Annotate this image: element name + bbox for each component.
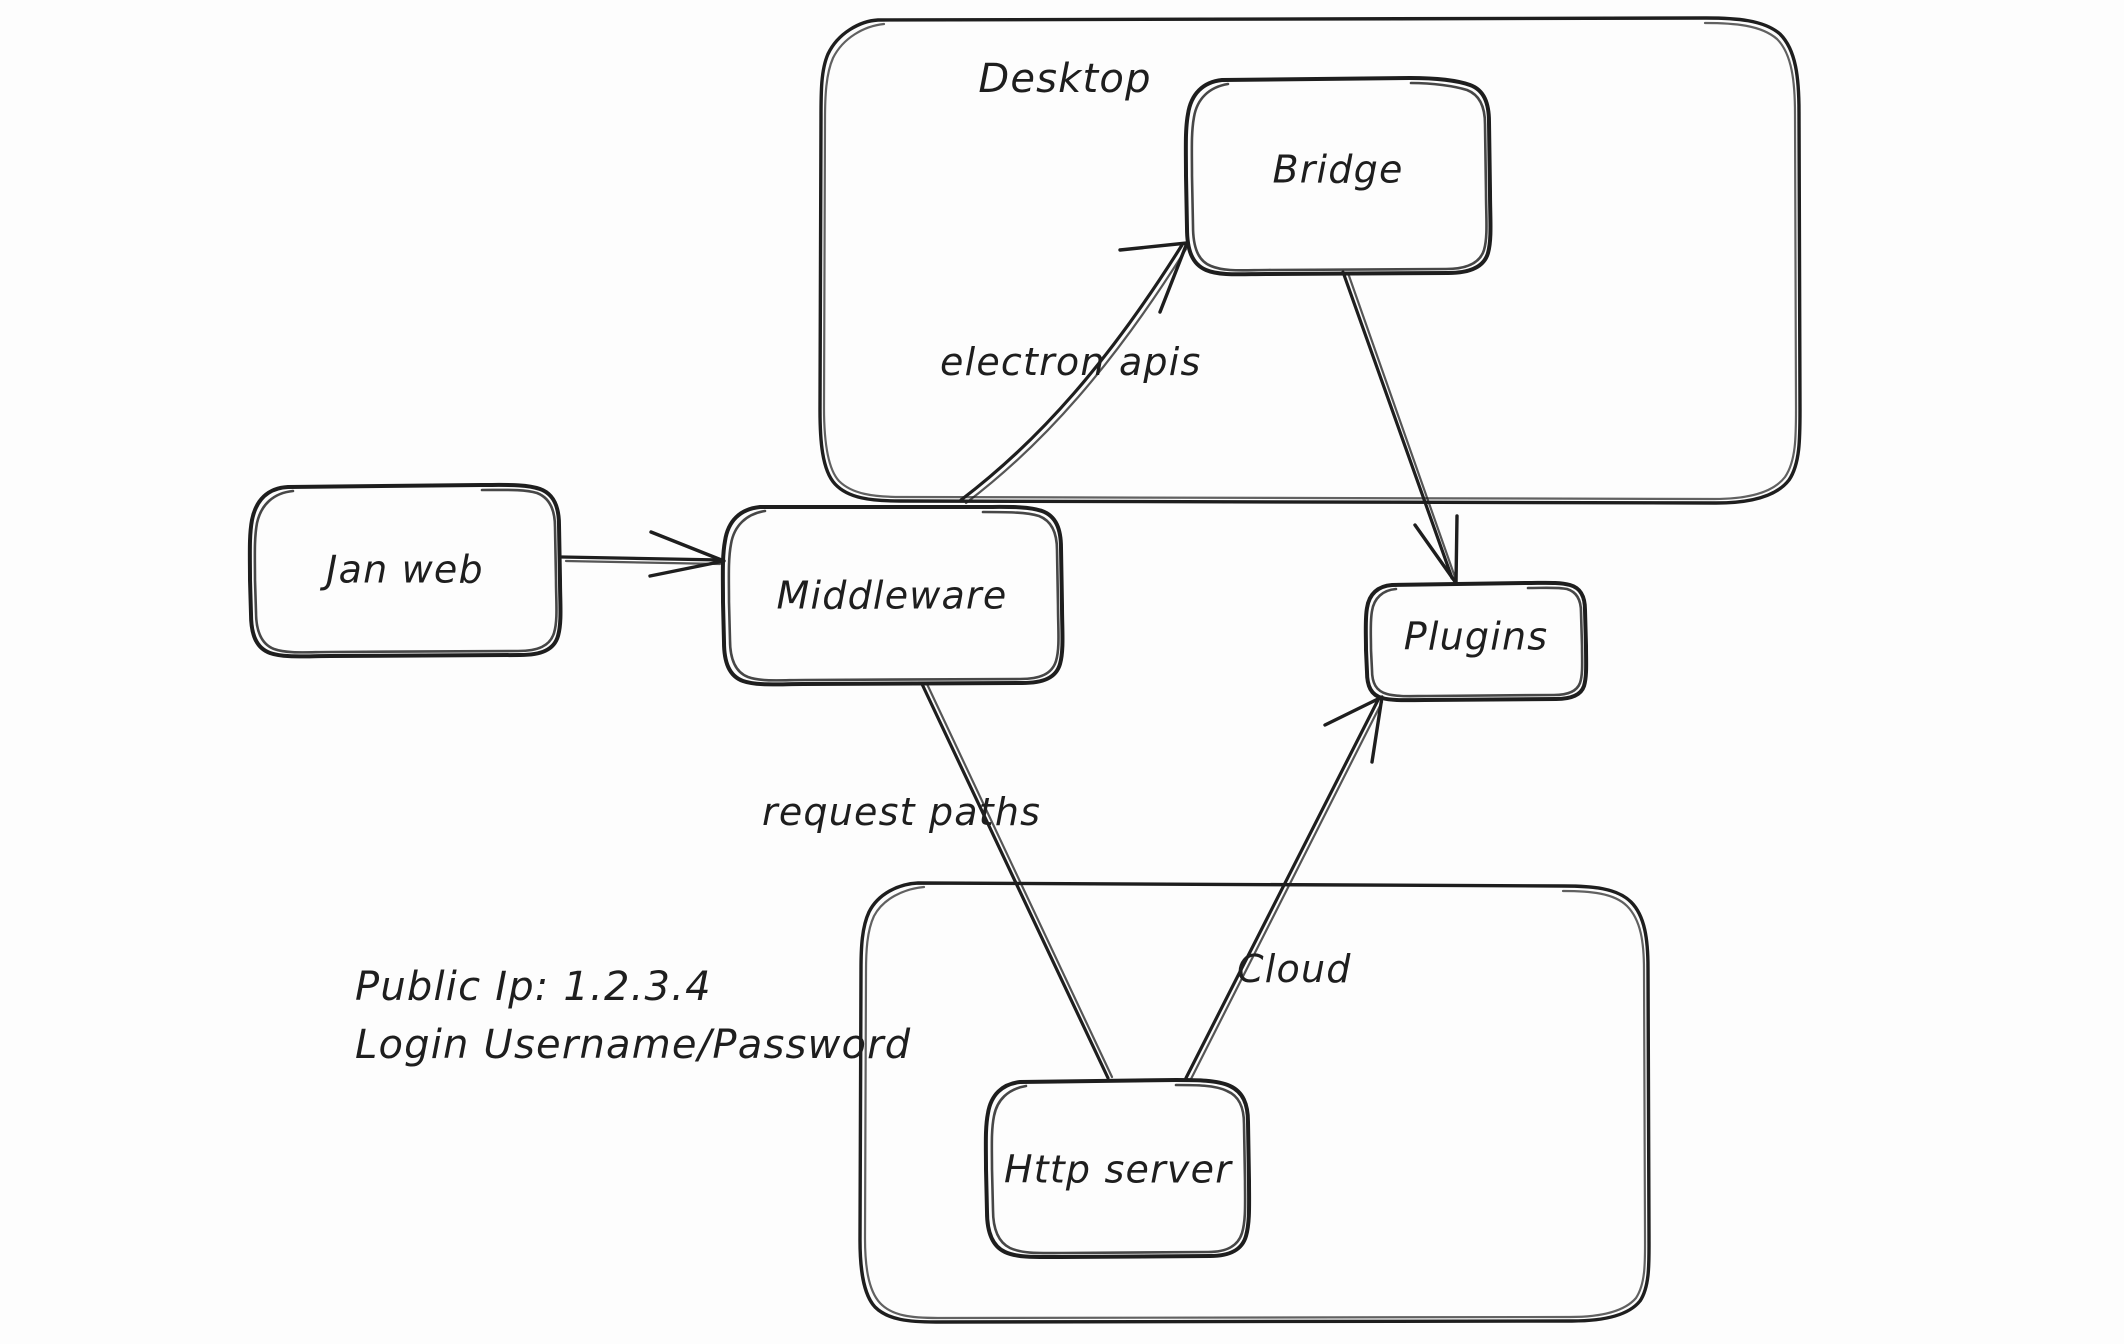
edge-middleware-to-http-server[interactable]: request paths — [762, 682, 1114, 1080]
edge-http-server-to-plugins[interactable]: Cloud — [1184, 695, 1384, 1081]
note-public-ip: Public Ip: 1.2.3.4 Login Username/Passwo… — [355, 964, 911, 1068]
desktop-container-label: Desktop — [978, 56, 1151, 102]
bridge-label: Bridge — [1272, 148, 1403, 192]
node-http-server[interactable]: Http server — [983, 1078, 1252, 1260]
edge-middleware-to-bridge-line — [959, 243, 1184, 502]
edge-http-server-to-plugins-line — [1184, 698, 1380, 1080]
bridge-box-outline-secondary — [1190, 81, 1488, 272]
container-desktop[interactable]: Desktop — [818, 16, 1802, 505]
node-bridge[interactable]: Bridge — [1183, 76, 1493, 277]
plugins-label: Plugins — [1404, 615, 1549, 659]
middleware-box-outline-secondary — [727, 509, 1060, 682]
node-plugins[interactable]: Plugins — [1363, 580, 1589, 703]
middleware-label: Middleware — [777, 574, 1008, 618]
jan-web-box-outline — [247, 482, 563, 659]
bridge-box-outline — [1183, 76, 1493, 277]
edge-http-server-to-plugins-line-secondary — [1189, 700, 1384, 1081]
jan-web-label: Jan web — [319, 548, 484, 592]
http-server-label: Http server — [1004, 1148, 1233, 1192]
edge-jan-web-to-middleware-arrowhead — [648, 530, 726, 578]
edge-label-request-paths: request paths — [762, 790, 1041, 834]
edge-middleware-to-bridge[interactable]: electron apis — [940, 241, 1202, 505]
note-public-ip-line2: Login Username/Password — [355, 1022, 911, 1068]
http-server-box-outline — [983, 1078, 1252, 1260]
edge-jan-web-to-middleware[interactable] — [560, 530, 726, 578]
note-public-ip-line1: Public Ip: 1.2.3.4 — [355, 964, 712, 1010]
edge-label-electron-apis: electron apis — [940, 340, 1202, 384]
edge-middleware-to-http-server-line-secondary — [925, 682, 1114, 1079]
desktop-container-outline-secondary — [822, 21, 1798, 501]
node-middleware[interactable]: Middleware — [720, 504, 1065, 687]
edge-middleware-to-bridge-line-secondary — [964, 247, 1188, 505]
plugins-box-outline — [1363, 580, 1589, 703]
jan-web-box-outline-secondary — [253, 488, 558, 654]
cloud-container-outline-secondary — [863, 885, 1647, 1320]
container-cloud[interactable] — [858, 881, 1651, 1324]
edge-middleware-to-http-server-line — [920, 682, 1110, 1080]
edge-bridge-to-plugins-line-secondary — [1346, 271, 1458, 582]
edge-bridge-to-plugins[interactable] — [1341, 270, 1459, 585]
http-server-box-outline-secondary — [990, 1083, 1247, 1255]
edge-bridge-to-plugins-line — [1341, 270, 1454, 580]
cloud-container-outline — [858, 881, 1651, 1324]
edge-label-cloud: Cloud — [1237, 947, 1352, 991]
edge-jan-web-to-middleware-line — [560, 555, 724, 562]
desktop-container-outline — [818, 16, 1802, 505]
node-jan-web[interactable]: Jan web — [247, 482, 563, 659]
plugins-box-outline-secondary — [1369, 586, 1584, 698]
edge-jan-web-to-middleware-line-secondary — [564, 559, 722, 566]
middleware-box-outline — [720, 504, 1065, 687]
